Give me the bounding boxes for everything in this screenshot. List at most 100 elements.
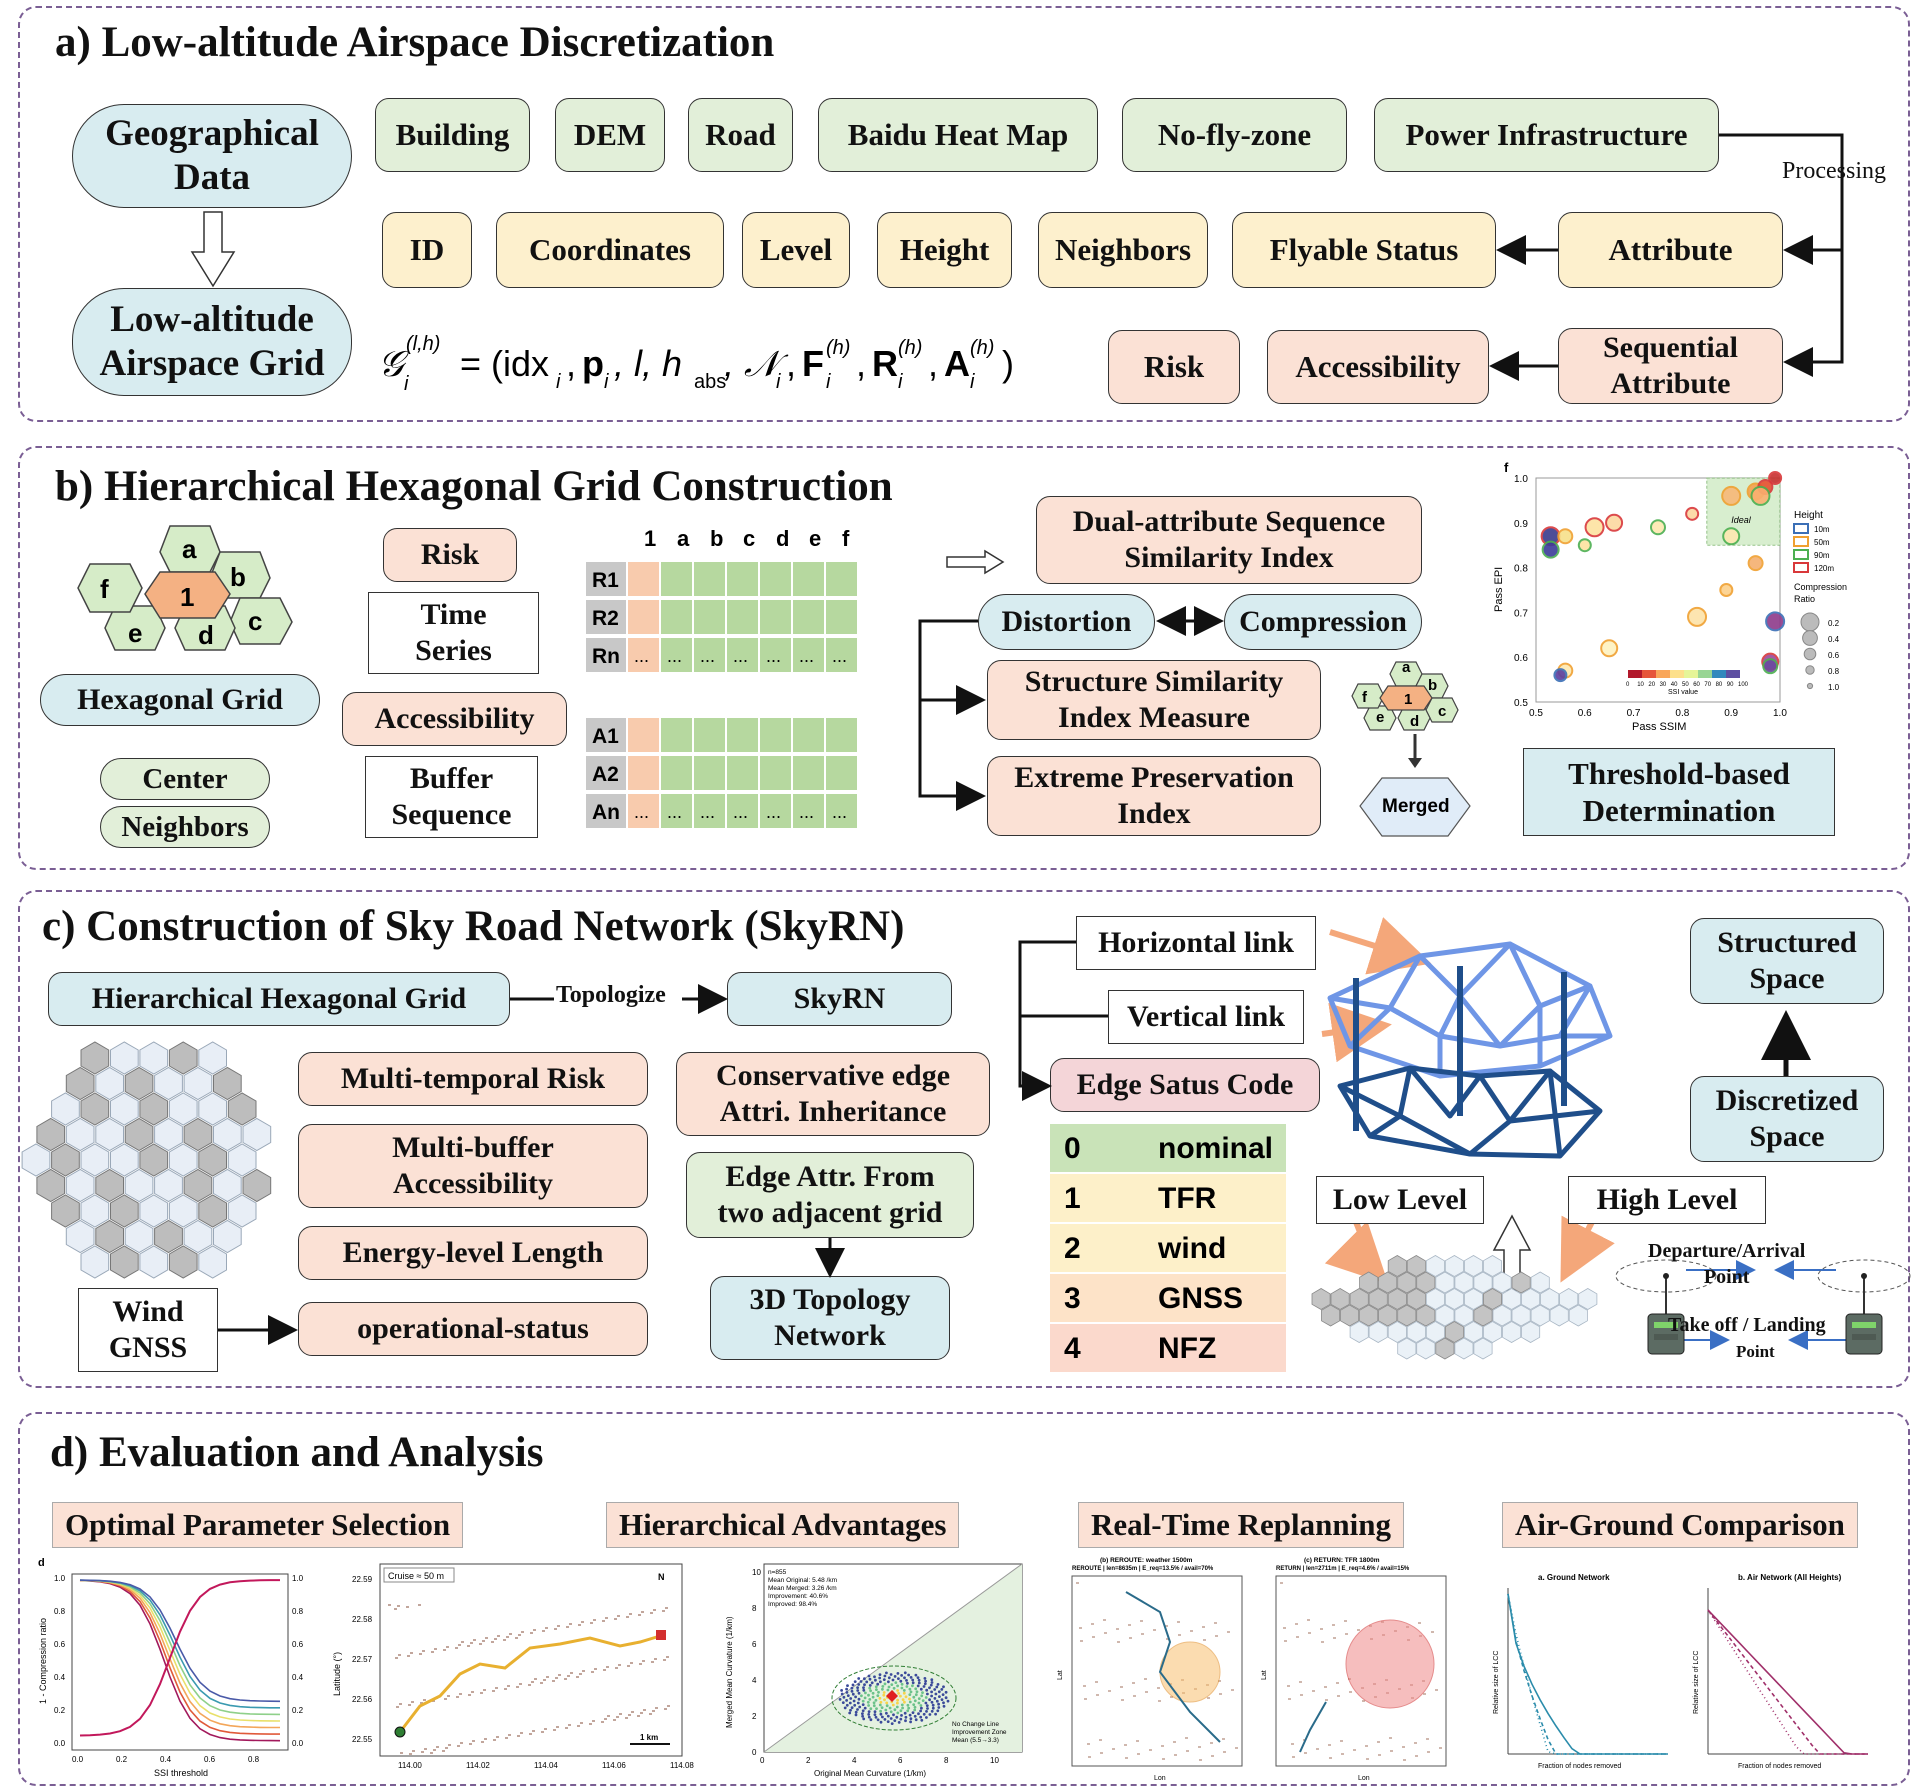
fig2-building — [628, 1714, 631, 1716]
fig3-point — [924, 1696, 928, 1699]
fig3-ytick: 8 — [752, 1604, 757, 1613]
fig2-building — [492, 1690, 495, 1692]
fig2-building — [555, 1677, 558, 1679]
fig2-building — [459, 1693, 462, 1695]
scatter-ytick: 0.5 — [1514, 698, 1528, 709]
matrix-cell — [727, 718, 758, 752]
fig5-xlabel: Fraction of nodes removed — [1738, 1763, 1821, 1770]
matrix-cell — [694, 638, 725, 672]
matrix-row-header-cell — [586, 638, 626, 672]
fig3-point — [938, 1695, 941, 1698]
mosaic-hex — [65, 1066, 95, 1101]
fig3-point — [883, 1718, 887, 1721]
fig3-point — [903, 1711, 907, 1715]
matrix-col-header: d — [776, 526, 789, 551]
attr-height: Height — [877, 212, 1012, 288]
fig3-point — [941, 1693, 945, 1696]
legend-cr-label: 0.6 — [1828, 651, 1840, 660]
attr-level: Level — [742, 212, 850, 288]
svg-text:,: , — [928, 343, 938, 384]
fig4-building — [1145, 1691, 1148, 1693]
fig2-building — [528, 1684, 531, 1686]
fig3-point — [911, 1681, 915, 1685]
fig3-point — [900, 1674, 903, 1677]
fig2-ytick: 22.58 — [352, 1615, 373, 1624]
panel-c-title: c) Construction of Sky Road Network (Sky… — [42, 903, 905, 950]
fig5-ylabel: Relative size of LCC — [1693, 1651, 1700, 1714]
attr-neighbors: Neighbors — [1038, 212, 1208, 288]
matrix-cell — [826, 638, 857, 672]
fig2-building — [395, 1657, 398, 1659]
hex-label-d: d — [198, 620, 214, 650]
fig1-ylabel: 1 - Compression ratio — [38, 1618, 48, 1704]
fig3-point — [920, 1694, 924, 1698]
panel-a-title: a) Low-altitude Airspace Discretization — [55, 19, 775, 66]
scatter-point — [1605, 513, 1624, 532]
fig3-point — [852, 1699, 856, 1703]
fig3-point — [878, 1696, 882, 1700]
mosaic-hex — [213, 1117, 242, 1152]
fig2-building — [582, 1670, 585, 1672]
dual-index-node: Dual-attribute Sequence Similarity Index — [1036, 496, 1422, 584]
fig3-point — [860, 1694, 863, 1698]
matrix-row-label: An — [592, 801, 620, 824]
fig3-point — [929, 1683, 933, 1687]
mosaic-hex — [183, 1168, 213, 1203]
fig2-building — [515, 1637, 518, 1639]
fig3-point — [868, 1698, 872, 1701]
scatter-point — [1600, 639, 1619, 658]
section-replanning: Real-Time Replanning — [1078, 1502, 1404, 1548]
airspace-grid-node: Low-altitude Airspace Grid — [72, 288, 352, 396]
energy-node: Energy-level Length — [298, 1226, 648, 1280]
fig3-ylabel: Merged Mean Curvature (1/km) — [725, 1616, 734, 1728]
mosaic-hex — [80, 1194, 110, 1228]
fig3-point — [892, 1713, 895, 1717]
fig2-building — [456, 1696, 459, 1698]
fig4-building — [1218, 1680, 1221, 1682]
fig4-building — [1087, 1743, 1090, 1745]
fig3-point — [856, 1689, 860, 1692]
matrix-cell — [727, 794, 758, 828]
fig3-point — [881, 1715, 884, 1719]
fig2-building — [469, 1743, 472, 1745]
mosaic-hex — [1492, 1271, 1512, 1294]
matrix-cell — [760, 794, 791, 828]
matrix-cell — [661, 600, 692, 634]
fig2-ylabel: Latitude (°) — [332, 1652, 342, 1696]
fig1-xtick: 0.2 — [116, 1755, 128, 1764]
fig2-building — [433, 1749, 436, 1751]
fig4-building — [1403, 1759, 1406, 1761]
fig3-point — [916, 1676, 920, 1679]
mosaic-hex — [1435, 1271, 1455, 1294]
fig1-ytick: 0.4 — [54, 1673, 66, 1682]
fig4-building — [1092, 1636, 1095, 1638]
fig3-point — [853, 1680, 857, 1683]
fig2-building — [410, 1652, 413, 1654]
fig4-building — [1341, 1753, 1344, 1755]
hex-f — [77, 563, 143, 613]
mosaic-hex — [139, 1143, 169, 1177]
fig3-point — [909, 1717, 913, 1721]
fig4-building — [1431, 1631, 1434, 1633]
fig3-point — [896, 1701, 899, 1705]
mosaic-hex — [1340, 1304, 1360, 1327]
fig3-point — [913, 1714, 917, 1718]
fig3-xtick: 8 — [944, 1756, 949, 1765]
fig2-building — [411, 1701, 414, 1703]
fig3-point — [874, 1698, 878, 1702]
fig4-building — [1161, 1745, 1164, 1747]
fig4-building — [1235, 1747, 1238, 1749]
fig2-ytick: 22.56 — [352, 1695, 373, 1704]
svg-text:d: d — [1410, 713, 1419, 730]
scatter-xtick: 1.0 — [1773, 708, 1787, 719]
fig3-point — [868, 1684, 872, 1687]
fig4-building — [1344, 1620, 1347, 1622]
fig3-point — [889, 1710, 893, 1714]
mosaic-hex — [168, 1041, 198, 1075]
fig4-building — [1414, 1742, 1417, 1744]
fig2-building — [412, 1750, 415, 1752]
matrix-ellipsis: ... — [733, 802, 748, 822]
fig3-point — [908, 1697, 911, 1701]
